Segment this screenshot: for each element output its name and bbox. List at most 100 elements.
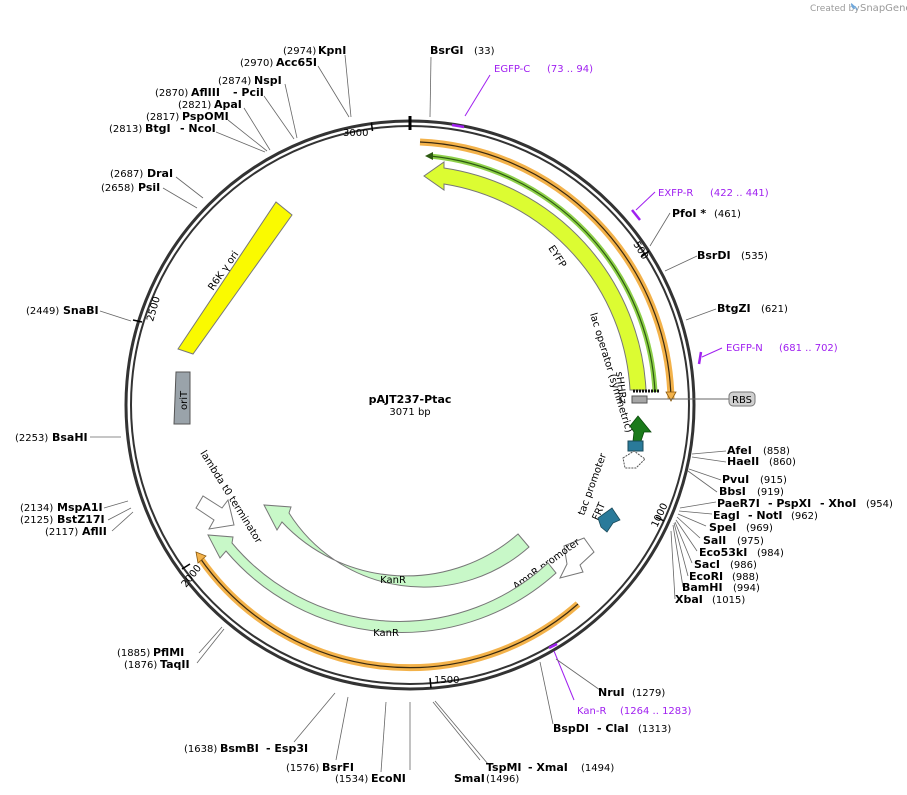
leader-pflmi <box>198 626 223 654</box>
feature-orit[interactable] <box>173 371 191 425</box>
site-name-ncoi[interactable]: - NcoI <box>180 122 216 135</box>
ruler-label-1500: 1500 <box>434 675 459 686</box>
site-pos-nrui: (1279) <box>632 688 665 699</box>
site-pos-bsrdi: (535) <box>741 251 768 262</box>
site-name-paer7i[interactable]: PaeR7I <box>717 497 760 510</box>
leader-econi <box>380 701 387 773</box>
primer-range-kan-r: (1264 .. 1283) <box>620 706 692 717</box>
feature-eyfp[interactable] <box>423 161 647 391</box>
site-name-bsahi[interactable]: BsaHI <box>52 431 88 444</box>
site-name-noti[interactable]: - NotI <box>748 509 783 522</box>
site-name-bsrfi[interactable]: BsrFI <box>322 761 354 774</box>
site-pos-ecori: (988) <box>732 572 759 583</box>
site-name-nspi[interactable]: NspI <box>254 74 282 87</box>
site-name-snabi[interactable]: SnaBI <box>63 304 99 317</box>
ruler-label-3000: 3000 <box>343 128 368 139</box>
primer-mark-egfp-n[interactable] <box>697 351 703 365</box>
site-name-afliii[interactable]: AflIII <box>191 86 220 99</box>
site-name-clai[interactable]: - ClaI <box>597 722 629 735</box>
site-name-xbai[interactable]: XbaI <box>675 593 703 606</box>
site-name-bstz17i[interactable]: BstZ17I <box>57 513 105 526</box>
leader-eco53ki <box>675 519 698 552</box>
site-pos-afei: (858) <box>763 446 790 457</box>
site-name-taqii[interactable]: TaqII <box>160 658 190 671</box>
site-name-esp3i[interactable]: - Esp3I <box>266 742 308 755</box>
site-name-sali[interactable]: SalI <box>703 534 726 547</box>
site-name-econi[interactable]: EcoNI <box>371 772 406 785</box>
site-name-ecori[interactable]: EcoRI <box>689 570 723 583</box>
site-name-saci[interactable]: SacI <box>694 558 720 571</box>
site-name-kpni[interactable]: KpnI <box>318 44 346 57</box>
site-name-nrui[interactable]: NruI <box>598 686 625 699</box>
orf-arc-green[interactable] <box>429 153 658 393</box>
site-pos-drai: (2687) <box>110 169 143 180</box>
site-name-apai[interactable]: ApaI <box>214 98 242 111</box>
orf-arrowhead-eyfp <box>665 391 677 402</box>
site-name-btgzi[interactable]: BtgZI <box>717 302 751 315</box>
leader-haeii <box>691 456 727 463</box>
ruler-tick-1500 <box>429 677 432 689</box>
site-name-tspmi[interactable]: TspMI <box>486 761 522 774</box>
site-pos-pspomi: (2817) <box>146 112 179 123</box>
feature-r6k-ori[interactable] <box>177 201 293 355</box>
primer-range-egfp-n: (681 .. 702) <box>779 343 838 354</box>
site-name-acc65i[interactable]: Acc65I <box>276 56 317 69</box>
rbs-badge[interactable] <box>728 391 756 407</box>
site-name-smai[interactable]: SmaI <box>454 772 485 785</box>
feature-kanr-outer[interactable] <box>207 534 557 633</box>
feature-label-lambda-t0: lambda t0 terminator <box>197 449 264 547</box>
site-pos-psii: (2658) <box>101 183 134 194</box>
site-pos-afliii: (2870) <box>155 88 188 99</box>
feature-teal-block[interactable] <box>627 440 644 452</box>
snapgene-logo-icon <box>851 3 858 11</box>
site-pos-haeii: (860) <box>769 457 796 468</box>
site-name-mspa1i[interactable]: MspA1I <box>57 501 103 514</box>
primer-mark-kan-r[interactable] <box>548 642 558 650</box>
site-leader-lines <box>90 54 727 773</box>
site-name-psii[interactable]: PsiI <box>138 181 160 194</box>
site-name-xmai[interactable]: - XmaI <box>528 761 568 774</box>
site-name-pspomi[interactable]: PspOMI <box>182 110 229 123</box>
leader-xmai <box>434 700 489 765</box>
feature-kanr-inner[interactable] <box>263 504 530 588</box>
site-name-pfoi[interactable]: PfoI * <box>672 207 706 220</box>
ruler-tick-3000 <box>370 122 374 132</box>
feature-rbs[interactable] <box>631 395 648 404</box>
feature-frt[interactable] <box>597 507 621 533</box>
site-name-bspdi[interactable]: BspDI <box>553 722 589 735</box>
feature-label-kanr-outer: KanR <box>373 628 399 639</box>
site-name-bsmbi[interactable]: BsmBI <box>220 742 259 755</box>
site-name-bsrdi[interactable]: BsrDI <box>697 249 731 262</box>
site-name-eco53ki[interactable]: Eco53kI <box>699 546 747 559</box>
feature-ampr-promoter[interactable] <box>559 537 595 579</box>
orf-arc-kanr-core <box>199 557 579 669</box>
plasmid-name: pAJT237-Ptac <box>369 393 452 406</box>
leader-kpni <box>344 54 352 118</box>
ruler-tick-500 <box>640 250 650 258</box>
site-name-bamhi[interactable]: BamHI <box>682 581 723 594</box>
site-pos-afiii: (2117) <box>45 527 78 538</box>
site-name-xhoi[interactable]: - XhoI <box>820 497 856 510</box>
site-name-btgi[interactable]: BtgI <box>145 122 171 135</box>
site-name-bbsi[interactable]: BbsI <box>719 485 746 498</box>
site-name-spei[interactable]: SpeI <box>709 521 736 534</box>
site-name-pflmi[interactable]: PflMI <box>153 646 184 659</box>
primer-mark-egfp-c[interactable] <box>451 123 465 129</box>
feature-lambda-t0-terminator[interactable] <box>195 495 235 530</box>
leader-nrui <box>555 658 601 691</box>
primer-mark-exfp-r[interactable] <box>631 209 641 221</box>
primer-leader-egfp-n <box>701 347 723 358</box>
site-name-pcii[interactable]: - PciI <box>233 86 264 99</box>
site-name-bsrgi[interactable]: BsrGI <box>430 44 463 57</box>
site-name-drai[interactable]: DraI <box>147 167 173 180</box>
site-name-haeii[interactable]: HaeII <box>727 455 759 468</box>
site-name-afiii[interactable]: AflII <box>82 525 107 538</box>
site-name-eagi[interactable]: EagI <box>713 509 740 522</box>
site-name-pvui[interactable]: PvuI <box>722 473 749 486</box>
feature-green-arrow[interactable] <box>629 415 652 442</box>
site-pos-pvui: (915) <box>760 475 787 486</box>
site-name-pspxi[interactable]: - PspXI <box>768 497 811 510</box>
site-name-afei[interactable]: AfeI <box>727 444 752 457</box>
leader-pspomi <box>227 119 268 152</box>
feature-dashed-arrow[interactable] <box>622 450 646 469</box>
